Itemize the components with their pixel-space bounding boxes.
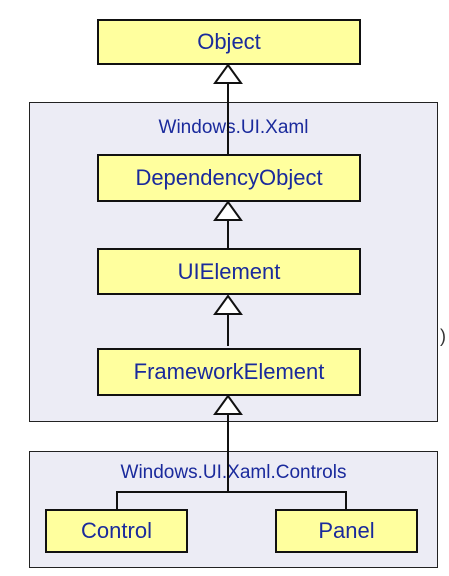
edge-uielement-to-dependencyobject xyxy=(227,220,229,248)
cut-off-text: ) xyxy=(440,326,446,346)
class-panel: Panel xyxy=(275,509,418,553)
class-uielement: UIElement xyxy=(97,248,361,295)
edge-control-stub xyxy=(116,491,118,509)
inherit-arrowhead-dependencyobject xyxy=(213,201,243,221)
class-frameworkelement: FrameworkElement xyxy=(97,348,361,396)
namespace-xaml-label: Windows.UI.Xaml xyxy=(158,117,309,138)
edge-controls-trunk xyxy=(227,413,229,492)
edge-controls-branch xyxy=(116,491,347,493)
edge-dependencyobject-to-object xyxy=(227,84,229,154)
class-dependencyobject: DependencyObject xyxy=(97,154,361,202)
inherit-arrowhead-uielement xyxy=(213,295,243,315)
class-object: Object xyxy=(97,19,361,65)
namespace-controls-label: Windows.UI.Xaml.Controls xyxy=(120,462,347,483)
edge-panel-stub xyxy=(345,491,347,509)
inherit-arrowhead-frameworkelement xyxy=(213,395,243,415)
edge-frameworkelement-to-uielement xyxy=(227,314,229,346)
inherit-arrowhead-object xyxy=(213,64,243,84)
class-control: Control xyxy=(45,509,188,553)
